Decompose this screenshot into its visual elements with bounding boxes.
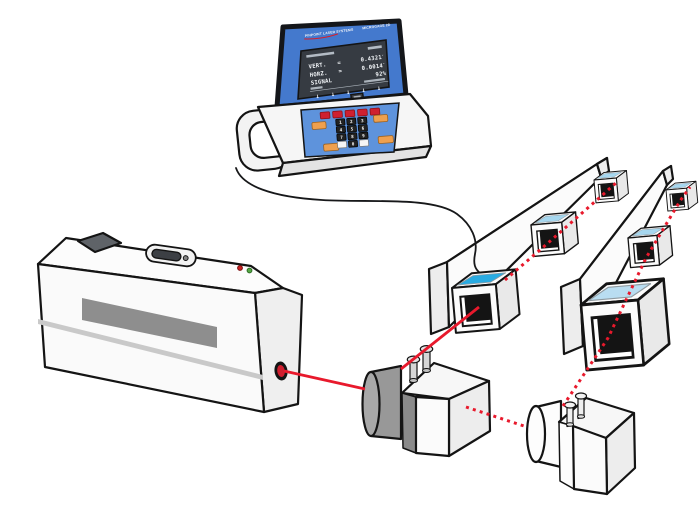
digit-key-6: [357, 124, 368, 132]
thumbscrew-flange: [422, 368, 431, 373]
digit-key-2: [346, 117, 357, 126]
thumbscrew-cap: [574, 392, 588, 400]
laser-source: [36, 231, 304, 414]
orange-key-bottom-right: [377, 135, 394, 144]
display-lid: PINPOINT LASER SYSTEMS MICROGAGE 2D VERT…: [274, 18, 409, 110]
thumbscrew-flange: [576, 414, 586, 419]
beam-splitter1-to-receiver1: [400, 305, 480, 371]
thumbscrew-cap: [563, 401, 577, 409]
readout-vert-label: VERT.: [308, 62, 326, 70]
brand-logo-text: PINPOINT LASER SYSTEMS: [305, 28, 355, 38]
digit-3: 3: [361, 118, 364, 124]
splitter2-front-face: [571, 424, 609, 496]
laser-aperture: [274, 361, 288, 381]
function-key-5: [369, 107, 381, 116]
digit-6: 6: [361, 126, 364, 132]
brand-logo-swoosh: [304, 33, 339, 40]
beam-laser-to-splitter1: [283, 369, 366, 391]
function-key-2: [332, 110, 343, 119]
display-unit: PINPOINT LASER SYSTEMS MICROGAGE 2D VERT…: [235, 18, 433, 178]
thumbscrew-flange: [409, 378, 418, 383]
power-led-green: [246, 267, 253, 274]
screen-microtext-foot-right: [363, 77, 386, 83]
model-label: MICROGAGE 2D: [362, 23, 391, 31]
digit-key-9: [358, 131, 369, 140]
softkey-arrow-5: ↓: [377, 84, 382, 92]
splitter1-gray-band: [401, 392, 417, 454]
digit-key-8: [347, 132, 358, 141]
function-key-4: [357, 108, 368, 117]
splitter2-left-band: [558, 421, 575, 490]
readout-horz-value: 0.0014″: [361, 63, 385, 72]
screen-microtext-right: [367, 45, 382, 50]
digit-key-5: [346, 124, 357, 133]
digit-2: 2: [350, 119, 353, 125]
readout-signal-value: 92%: [375, 71, 387, 78]
softkey-arrow-2: ↓: [330, 90, 335, 98]
softkey-arrow-4: ↓: [361, 86, 366, 94]
orange-key-mid-right: [373, 114, 389, 123]
beam-splitter-2: [525, 392, 637, 496]
readout-vert-eq: =: [337, 60, 342, 66]
splitter1-barrel-cap: [361, 370, 381, 438]
beam-splitter-1: [361, 345, 492, 458]
recessed-handle: [145, 243, 197, 268]
digit-key-1: [335, 118, 346, 127]
digit-1: 1: [339, 120, 342, 126]
rail2-far-cap: [661, 164, 675, 187]
function-key-3: [344, 109, 356, 118]
digit-5: 5: [350, 126, 353, 132]
digit-8: 8: [351, 134, 354, 140]
beam-dotted-rail1: [504, 180, 619, 282]
keypad-keys: 1 2 3 4 5 6 7 8 9 0: [311, 107, 394, 152]
data-cable: [235, 167, 481, 274]
softkey-arrow-3: ↓: [346, 88, 351, 96]
screen-microtext-foot-left: [310, 86, 323, 90]
readout-signal-label: SIGNAL: [311, 78, 333, 87]
front-label-window: [82, 298, 217, 348]
digit-key-0: [347, 139, 359, 148]
readout-vert-value: 0.4321″: [360, 54, 384, 63]
orange-key-mid-left: [311, 121, 327, 130]
digit-key-4: [335, 125, 346, 134]
softkey-arrow-1: ↓: [315, 92, 320, 100]
digit-7: 7: [340, 135, 343, 141]
splitter1-front-face: [414, 395, 451, 458]
white-key-right: [358, 139, 370, 147]
splitter2-thumbscrews: [563, 392, 588, 428]
aperture-core: [277, 365, 285, 377]
digit-9: 9: [362, 133, 365, 139]
readout-horz-eq: =: [338, 69, 343, 75]
power-switch: [76, 231, 123, 254]
laser-beams: [283, 180, 692, 429]
readout-horz-label: HORZ.: [310, 71, 328, 79]
orange-key-bottom-left: [323, 142, 340, 152]
thumbscrew-flange: [565, 422, 575, 427]
splitter2-barrel-cap: [525, 404, 547, 464]
power-led-red: [237, 265, 243, 271]
screen-divider: [309, 80, 389, 92]
handle-grip: [151, 248, 182, 262]
digit-4: 4: [339, 127, 342, 133]
numeric-keypad: 1 2 3 4 5 6 7 8 9 0: [335, 116, 370, 149]
screen-microtext-left: [306, 51, 335, 58]
digit-0: 0: [352, 141, 355, 147]
front-accent-stripe: [38, 319, 263, 380]
function-key-1: [319, 111, 331, 120]
white-key-left: [337, 140, 348, 149]
rail1-end-face: [427, 260, 451, 336]
digit-key-7: [336, 133, 347, 142]
handle-latch: [182, 255, 189, 261]
digit-key-3: [357, 116, 368, 125]
